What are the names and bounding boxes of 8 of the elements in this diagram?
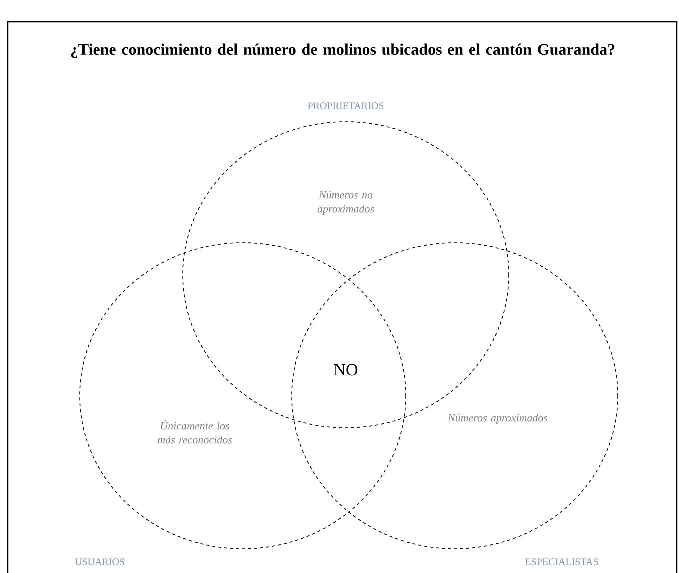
group-label: USUARIOS	[75, 558, 124, 566]
region-label: Números aproximados	[448, 414, 548, 424]
title: ¿Tiene conocimiento del número de molinos ubicados en el cantón Guaranda?	[71, 44, 615, 58]
region-label: Números no aproximados	[318, 191, 374, 215]
group-label: ESPECIALISTAS	[525, 558, 598, 566]
group-label: PROPRIETARIOS	[308, 102, 384, 110]
center-label: NO	[334, 364, 358, 376]
region-label: Únicamente los más reconocidos	[158, 420, 232, 444]
